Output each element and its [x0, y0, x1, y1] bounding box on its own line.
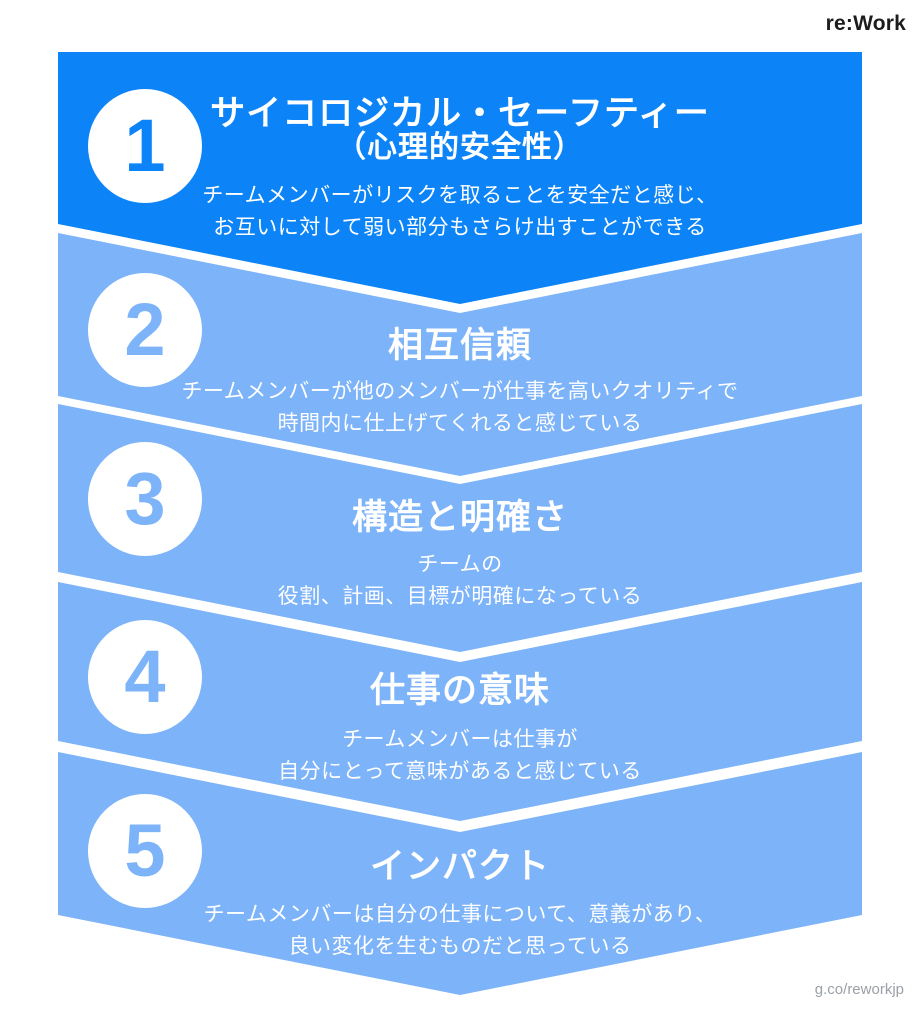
- step-3-title: 構造と明確さ: [351, 498, 568, 537]
- step-5-number: 5: [124, 809, 166, 892]
- step-2-description-line-2: 時間内に仕上げてくれると感じている: [277, 412, 643, 435]
- step-4-number-badge: 4: [88, 620, 202, 734]
- footer-link: g.co/reworkjp: [814, 981, 904, 998]
- step-2-number-badge: 2: [88, 273, 202, 387]
- step-5-description-line-2: 良い変化を生むものだと思っている: [288, 935, 632, 958]
- step-1-title: サイコロジカル・セーフティー: [210, 94, 710, 133]
- step-5-description: チームメンバーは自分の仕事について、意義があり、 良い変化を生むものだと思ってい…: [58, 899, 862, 963]
- step-3-description-line-2: 役割、計画、目標が明確になっている: [277, 585, 643, 608]
- step-2-description: チームメンバーが他のメンバーが仕事を高いクオリティで 時間内に仕上げてくれると感…: [58, 376, 862, 440]
- step-4-description: チームメンバーは仕事が 自分にとって意味があると感じている: [58, 724, 862, 788]
- step-1-description-line-1: チームメンバーがリスクを取ることを安全だと感じ、: [202, 184, 718, 207]
- step-4-description-line-2: 自分にとって意味があると感じている: [278, 760, 642, 783]
- step-5-number-badge: 5: [88, 794, 202, 908]
- step-2-title: 相互信頼: [387, 326, 532, 365]
- step-4-number: 4: [124, 635, 166, 718]
- rework-logo: re:Work: [825, 12, 906, 35]
- step-3-number-badge: 3: [88, 442, 202, 556]
- step-1-number: 1: [124, 104, 166, 187]
- step-3-number: 3: [124, 457, 166, 540]
- step-3-description-line-1: チームの: [417, 553, 503, 576]
- step-5-description-line-1: チームメンバーは自分の仕事について、意義があり、: [203, 903, 717, 926]
- step-1-subtitle: （心理的安全性）: [336, 131, 584, 164]
- step-1-number-badge: 1: [88, 89, 202, 203]
- step-4-description-line-1: チームメンバーは仕事が: [342, 728, 578, 751]
- step-2-description-line-1: チームメンバーが他のメンバーが仕事を高いクオリティで: [181, 380, 739, 403]
- step-2-number: 2: [124, 288, 166, 371]
- step-4-title: 仕事の意味: [369, 671, 550, 710]
- step-5-title: インパクト: [369, 847, 550, 886]
- step-3-description: チームの 役割、計画、目標が明確になっている: [58, 549, 862, 613]
- step-1-description-line-2: お互いに対して弱い部分もさらけ出すことができる: [213, 216, 707, 239]
- step-1-description: チームメンバーがリスクを取ることを安全だと感じ、 お互いに対して弱い部分もさらけ…: [58, 180, 862, 244]
